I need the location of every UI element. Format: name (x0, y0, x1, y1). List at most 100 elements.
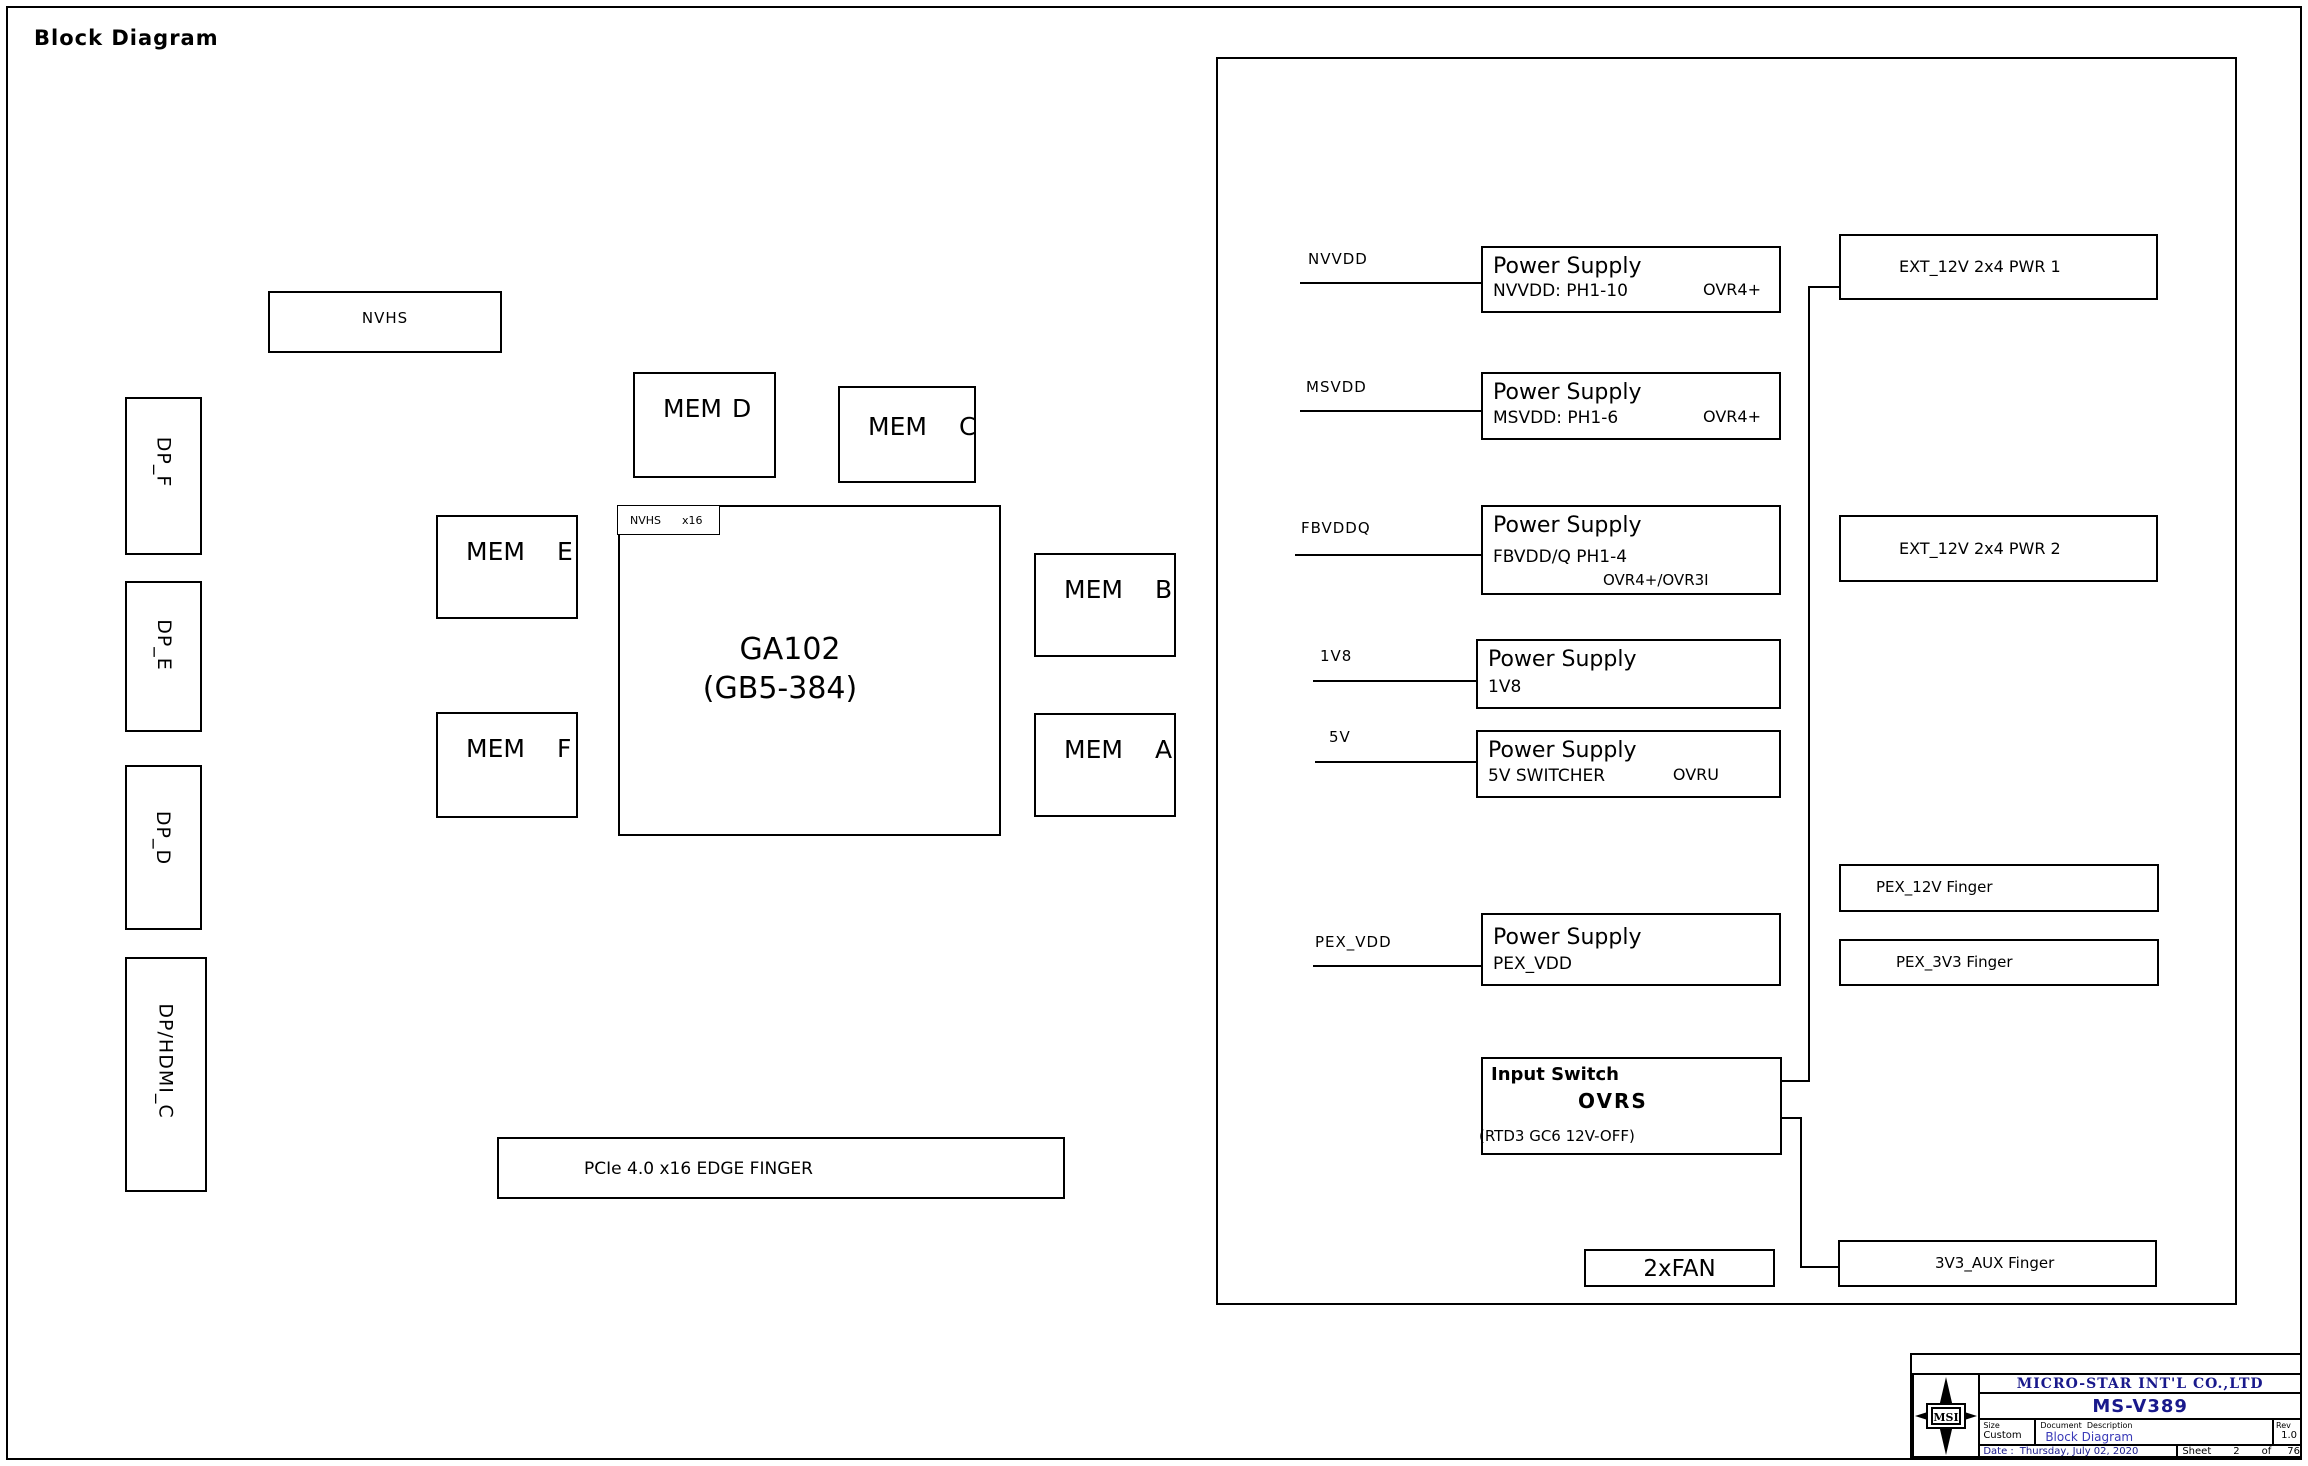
power-supply-msvdd-title: Power Supply (1493, 380, 1642, 405)
dp-e-label: DP_E (152, 618, 175, 671)
wire-msvdd (1300, 410, 1481, 412)
mem-e-letter: E (556, 537, 573, 566)
mem-c-label: MEM C (868, 412, 976, 441)
power-supply-pexvdd-title: Power Supply (1493, 925, 1642, 950)
bus-12v-vertical (1808, 286, 1810, 1082)
gpu-nvhs-tag: NVHS (630, 514, 662, 527)
ext-12v-pwr2-box: EXT_12V 2x4 PWR 2 (1839, 515, 2158, 582)
mem-e-box: MEM E (436, 515, 578, 619)
titleblock-notch-horizontal (1910, 1353, 2302, 1355)
mem-a-label: MEM A (1064, 735, 1172, 764)
title-block-row3: Size Custom Document Description Block D… (1980, 1420, 2300, 1446)
power-supply-nvvdd-detail: NVVDD: PH1-10 (1493, 281, 1628, 301)
pex-12v-finger-box: PEX_12V Finger (1839, 864, 2159, 912)
msi-logo-text: MSI (1934, 1411, 1959, 1424)
gpu-lane-tag: x16 (682, 514, 703, 527)
title-block-company: MICRO-STAR INT'L CO.,LTD (1980, 1375, 2300, 1394)
pex-12v-finger-label: PEX_12V Finger (1876, 878, 1993, 896)
signal-label-5v: 5V (1329, 728, 1351, 746)
ext-12v-pwr1-box: EXT_12V 2x4 PWR 1 (1839, 234, 2158, 300)
mem-f-box: MEM F (436, 712, 578, 818)
mem-b-box: MEM B (1034, 553, 1176, 657)
dp-e-port: DP_E (125, 581, 202, 732)
aux-wire-stub-switch (1782, 1117, 1802, 1119)
mem-a-letter: A (1154, 735, 1173, 764)
dp-f-label: DP_F (152, 436, 175, 488)
sheet-label: Sheet (2182, 1446, 2212, 1457)
title-block-size-cell: Size Custom (1980, 1420, 2037, 1444)
power-supply-nvvdd: Power Supply NVVDD: PH1-10 OVR4+ (1481, 246, 1781, 313)
power-supply-1v8: Power Supply 1V8 (1476, 639, 1781, 709)
nvhs-box-label: NVHS (361, 309, 409, 327)
date-value: Thursday, July 02, 2020 (2019, 1446, 2139, 1457)
mem-b-prefix: MEM (1064, 575, 1123, 604)
aux-3v3-finger-label: 3V3_AUX Finger (1935, 1254, 2055, 1272)
size-value: Custom (1983, 1430, 2022, 1441)
pcie-edge-finger-box: PCIe 4.0 x16 EDGE FINGER (497, 1137, 1065, 1199)
pex-3v3-finger-label: PEX_3V3 Finger (1896, 953, 2013, 971)
gpu-label: GA102 (GB5-384) (620, 630, 960, 708)
input-switch-note: (RTD3 GC6 12V-OFF) (1479, 1127, 1635, 1145)
power-supply-nvvdd-controller: OVR4+ (1703, 280, 1761, 299)
power-supply-1v8-detail: 1V8 (1488, 677, 1522, 697)
power-supply-pexvdd-detail: PEX_VDD (1493, 954, 1572, 974)
title-block-logo-cell: MSI (1914, 1375, 1981, 1456)
dp-f-port: DP_F (125, 397, 202, 555)
wire-1v8 (1313, 680, 1481, 682)
mem-f-label: MEM F (466, 734, 571, 763)
mem-d-letter: D (731, 394, 752, 423)
power-supply-fbvddq: Power Supply FBVDD/Q PH1-4 OVR4+/OVR3I (1481, 505, 1781, 595)
bus-12v-stub-switch (1782, 1080, 1810, 1082)
doc-label: Document Description (2040, 1421, 2133, 1430)
pex-3v3-finger-box: PEX_3V3 Finger (1839, 939, 2159, 986)
wire-5v (1315, 761, 1481, 763)
dp-hdmi-c-port: DP/HDMI_C (125, 957, 207, 1192)
date-label: Date : (1983, 1446, 2014, 1457)
msi-logo: MSI (1915, 1376, 1978, 1455)
power-supply-5v: Power Supply 5V SWITCHER OVRU (1476, 730, 1781, 798)
ext-12v-pwr2-label: EXT_12V 2x4 PWR 2 (1899, 539, 2061, 558)
power-supply-fbvddq-detail: FBVDD/Q PH1-4 (1493, 547, 1628, 567)
fan-box: 2xFAN (1584, 1249, 1775, 1287)
sheet-number: 2 (2233, 1446, 2240, 1457)
title-block-rev-cell: Rev 1.0 (2274, 1420, 2300, 1444)
gpu-package: (GB5-384) (702, 671, 858, 706)
input-switch-device: OVRS (1578, 1089, 1648, 1113)
mem-c-letter: C (958, 412, 977, 441)
doc-value: Block Diagram (2045, 1430, 2134, 1444)
power-supply-msvdd-controller: OVR4+ (1703, 407, 1761, 426)
titleblock-notch-vertical (1910, 1353, 1912, 1458)
title-block-row4: Date : Thursday, July 02, 2020 Sheet 2 o… (1980, 1446, 2300, 1457)
mem-a-prefix: MEM (1064, 735, 1123, 764)
mem-b-letter: B (1154, 575, 1173, 604)
mem-c-box: MEM C (838, 386, 976, 483)
signal-label-msvdd: MSVDD (1306, 378, 1367, 396)
power-supply-pexvdd: Power Supply PEX_VDD (1481, 913, 1781, 986)
fan-label: 2xFAN (1643, 1256, 1716, 1282)
power-supply-fbvddq-controller: OVR4+/OVR3I (1603, 571, 1709, 589)
size-label: Size (1983, 1421, 2000, 1430)
wire-nvvdd (1300, 282, 1481, 284)
power-supply-fbvddq-title: Power Supply (1493, 513, 1642, 538)
gpu-name: GA102 (739, 632, 841, 667)
title-block-model: MS-V389 (1980, 1394, 2300, 1420)
pcie-edge-finger-label: PCIe 4.0 x16 EDGE FINGER (584, 1159, 813, 1179)
power-supply-msvdd-detail: MSVDD: PH1-6 (1493, 408, 1619, 428)
title-block-sheet-cell: Sheet 2 of 76 (2178, 1446, 2300, 1457)
signal-label-pexvdd: PEX_VDD (1315, 933, 1392, 951)
input-switch-title: Input Switch (1491, 1064, 1619, 1085)
ext-12v-pwr1-label: EXT_12V 2x4 PWR 1 (1899, 257, 2061, 276)
rev-label: Rev (2276, 1421, 2291, 1430)
bus-12v-stub-pwr1 (1808, 286, 1839, 288)
input-switch-box: Input Switch OVRS (RTD3 GC6 12V-OFF) (1479, 1057, 1782, 1155)
signal-label-nvvdd: NVVDD (1308, 250, 1368, 268)
sheet-total: 76 (2287, 1446, 2300, 1457)
nvhs-box: NVHS (268, 291, 502, 353)
mem-e-label: MEM E (466, 537, 573, 566)
power-supply-5v-detail: 5V SWITCHER (1488, 766, 1606, 786)
sheet-of-label: of (2261, 1446, 2272, 1457)
signal-label-1v8: 1V8 (1320, 647, 1353, 665)
dp-d-label: DP_D (152, 810, 175, 865)
gpu-box: GA102 (GB5-384) (618, 505, 1001, 836)
